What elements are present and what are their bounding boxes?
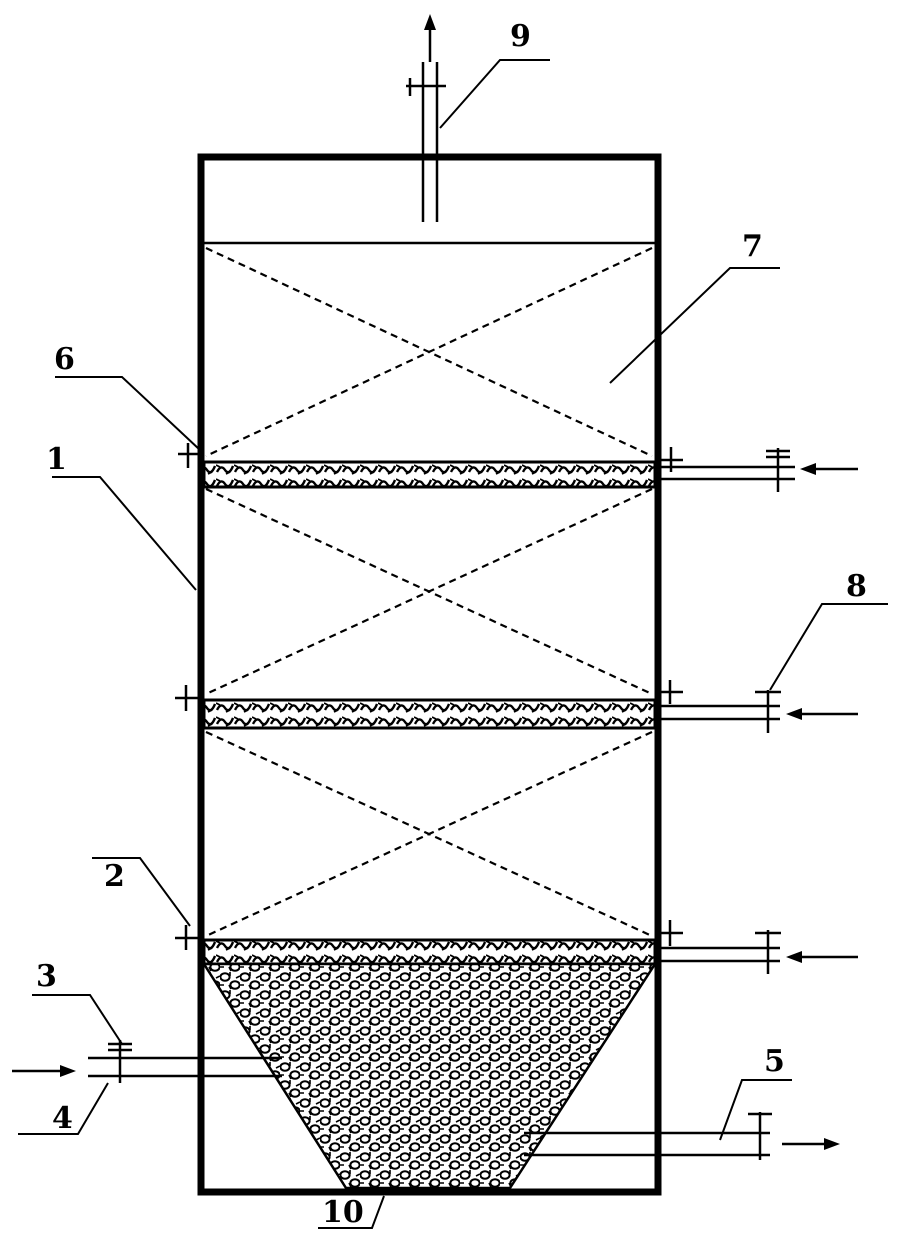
label-5: 5: [764, 1044, 785, 1079]
label-9: 9: [510, 19, 531, 54]
label-7: 7: [742, 229, 763, 264]
packing-layer-middle: [202, 698, 657, 730]
vessel-shell: [197, 153, 662, 1196]
label-10: 10: [322, 1195, 364, 1230]
leader-lines: [18, 59, 888, 1229]
label-8: 8: [846, 569, 867, 604]
flange-marks: [175, 443, 683, 950]
packing-layer-lower: [202, 938, 657, 966]
packing-layer-upper: [202, 460, 657, 489]
right-inlet-pipe-middle: [658, 690, 858, 733]
label-3: 3: [36, 959, 57, 994]
right-inlet-pipe-upper: [658, 448, 858, 492]
label-1: 1: [46, 442, 67, 477]
packing-zone-dashed-crosses: [205, 247, 653, 938]
label-4: 4: [52, 1101, 73, 1136]
label-2: 2: [104, 859, 125, 894]
left-inlet-pipe: [12, 1040, 282, 1083]
right-inlet-pipe-lower: [658, 930, 858, 974]
top-outlet-pipe: [406, 14, 446, 222]
label-6: 6: [54, 342, 75, 377]
right-outlet-pipe: [524, 1112, 840, 1160]
